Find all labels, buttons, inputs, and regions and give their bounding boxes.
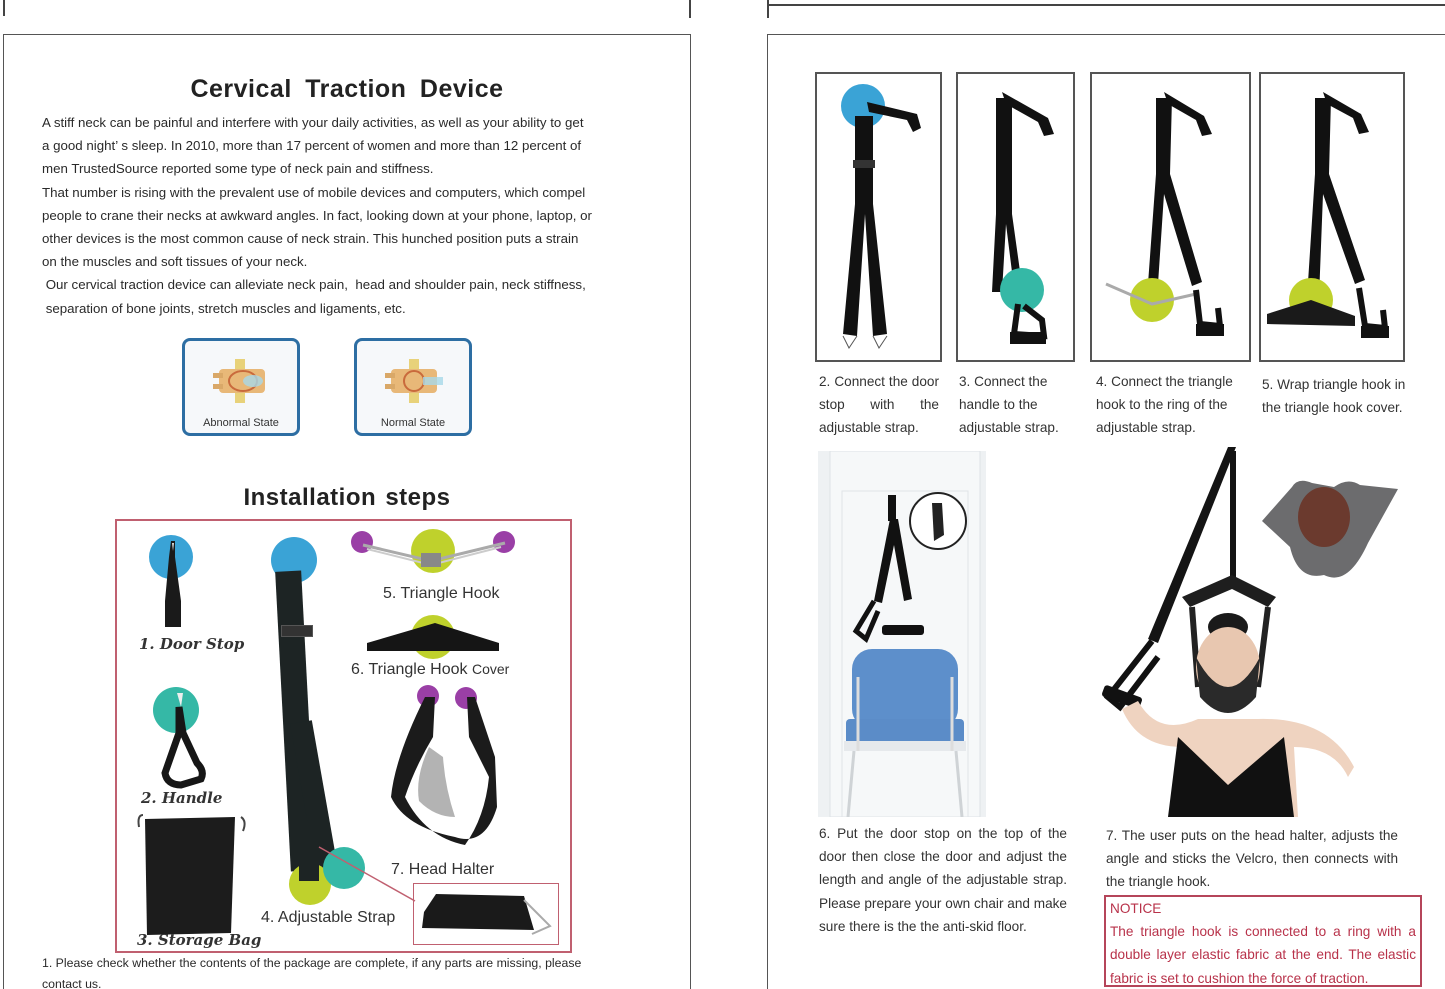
page-title: Cervical Traction Device — [190, 75, 504, 103]
note-line: contact us. — [42, 977, 102, 989]
normal-state-card: Normal State — [354, 338, 472, 436]
intro-line: That number is rising with the prevalent… — [42, 184, 586, 200]
step-number: 2. — [819, 374, 831, 389]
strap-ring-detail-inset — [413, 883, 559, 945]
step-4-strap-diagram — [1105, 92, 1224, 336]
user-wearing-halter-illustration — [1101, 447, 1398, 817]
spine-abnormal-icon — [213, 359, 265, 403]
triangle-hook-label: 5. Triangle Hook — [383, 585, 500, 602]
step-5-caption: 5. Wrap triangle hook in the triangle ho… — [1262, 373, 1408, 419]
door-chair-illustration — [818, 450, 986, 818]
step-text: Connect the handle to the adjustable str… — [959, 374, 1059, 436]
door-stop-icon — [165, 541, 181, 627]
prev-page-bottom-line — [767, 4, 1445, 6]
triangle-hook-icon — [362, 541, 506, 567]
step-4-image — [1090, 72, 1251, 362]
step-text: Connect the door stop with the adjustabl… — [819, 374, 940, 436]
triangle-hook-cover-icon — [367, 623, 499, 651]
step-text: Connect the triangle hook to the ring of… — [1096, 374, 1233, 436]
abnormal-state-card: Abnormal State — [182, 338, 300, 436]
strap-buckle-icon — [281, 625, 313, 637]
step-5-image — [1259, 72, 1405, 362]
head-halter-label: 7. Head Halter — [391, 861, 495, 878]
step-4-caption: 4. Connect the triangle hook to the ring… — [1096, 370, 1250, 440]
intro-line: men TrustedSource reported some type of … — [42, 161, 434, 177]
abnormal-state-label: Abnormal State — [203, 417, 279, 429]
intro-line: people to crane their necks at awkward a… — [42, 207, 592, 223]
step-5-strap-diagram — [1267, 92, 1389, 338]
spine-normal-icon — [385, 359, 443, 403]
door-chair-photo — [818, 450, 986, 818]
intro-paragraph: A stiff neck can be painful and interfer… — [42, 111, 592, 320]
manual-page-right: 2. Connect the door stop with the adjust… — [767, 34, 1445, 989]
notice-text: The triangle hook is connected to a ring… — [1110, 924, 1416, 986]
intro-line: on the muscles and soft tissues of your … — [42, 254, 308, 270]
step-3-image — [956, 72, 1075, 362]
note-line: 1. Please check whether the contents of … — [42, 956, 582, 970]
adjustable-strap-label: 4. Adjustable Strap — [261, 909, 396, 926]
installation-title: Installation steps — [243, 484, 451, 511]
handle-icon — [161, 693, 206, 789]
notice-box: NOTICE The triangle hook is connected to… — [1104, 895, 1422, 987]
notice-heading: NOTICE — [1110, 901, 1162, 916]
prev-page-edge-right-page — [767, 0, 769, 18]
head-halter-icon — [391, 697, 497, 845]
intro-line: other devices is the most common cause o… — [42, 231, 579, 247]
strap-ring-detail-icon — [422, 894, 552, 935]
prev-page-edge-right — [689, 0, 691, 18]
strap-end — [299, 821, 319, 881]
step-text: Wrap triangle hook in the triangle hook … — [1262, 377, 1406, 416]
kit-contents-box: 1. Door Stop 2. Handle 3. Storage Bag 4.… — [115, 519, 572, 953]
head-halter-user-photo — [1098, 447, 1408, 817]
door-stop-label: 1. Door Stop — [139, 635, 245, 653]
step-7-caption: 7. The user puts on the head halter, adj… — [1106, 828, 1398, 890]
strap-pointer-line — [318, 846, 416, 902]
step-3-caption: 3. Connect the handle to the adjustable … — [959, 370, 1077, 440]
intro-line: A stiff neck can be painful and interfer… — [42, 115, 584, 130]
triangle-hook-cover-label: 6. Triangle Hook Cover — [351, 661, 509, 679]
intro-line: Our cervical traction device can allevia… — [42, 277, 586, 293]
manual-page-left: Cervical Traction Device A stiff neck ca… — [3, 34, 691, 989]
prev-page-edge-left — [3, 0, 5, 16]
step-number: 5. — [1262, 377, 1274, 392]
step-2-caption: 2. Connect the door stop with the adjust… — [819, 370, 939, 440]
step-number: 4. — [1096, 374, 1108, 389]
step-6-caption: 6. Put the door stop on the top of the d… — [819, 826, 1067, 934]
triangle-hook-cover-main: 6. Triangle Hook — [351, 661, 472, 678]
storage-bag-label: 3. Storage Bag — [137, 931, 262, 949]
package-check-note: 1. Please check whether the contents of … — [42, 953, 581, 989]
intro-line: a good night’ s sleep. In 2010, more tha… — [42, 138, 582, 154]
step-2-strap-diagram — [841, 84, 921, 349]
storage-bag-icon — [137, 814, 246, 935]
normal-state-label: Normal State — [380, 417, 446, 429]
step-3-strap-diagram — [992, 92, 1054, 344]
step-number: 3. — [959, 374, 971, 389]
handle-label: 2. Handle — [141, 789, 223, 807]
step-2-image — [815, 72, 942, 362]
intro-line: separation of bone joints, stretch muscl… — [42, 300, 406, 316]
triangle-hook-cover-suffix: Cover — [471, 661, 510, 677]
